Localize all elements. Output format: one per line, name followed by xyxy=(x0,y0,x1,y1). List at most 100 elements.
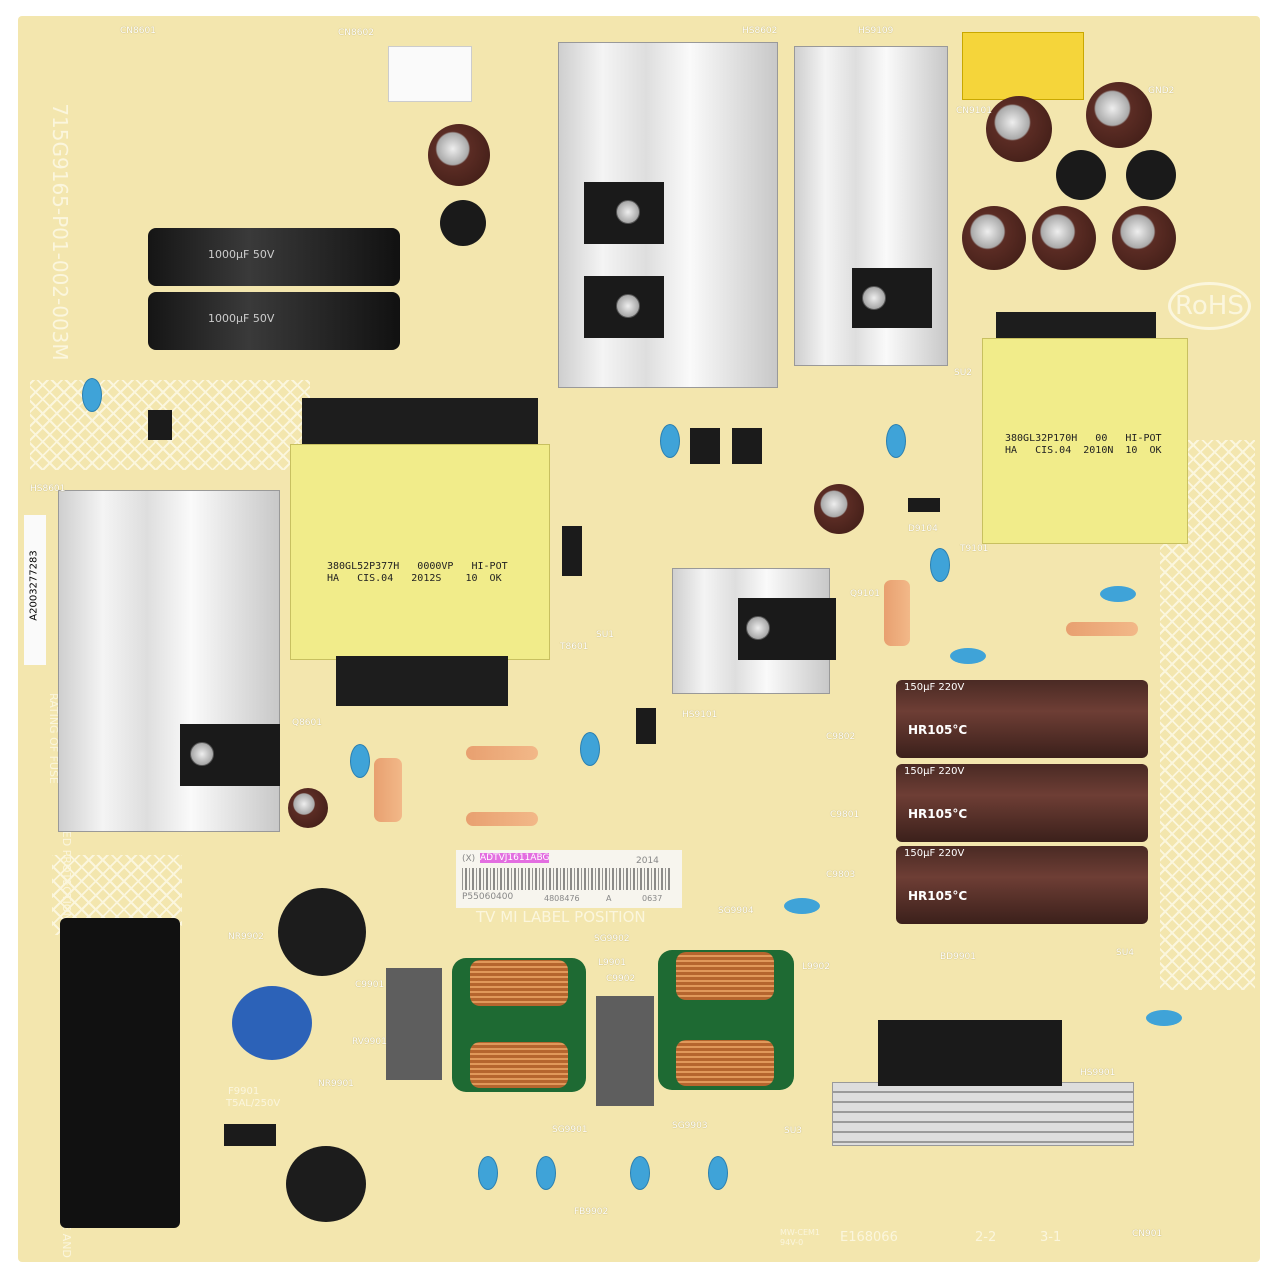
optocoupler xyxy=(148,410,172,440)
barcode xyxy=(462,868,672,890)
transformer-core xyxy=(336,656,508,706)
diode xyxy=(908,498,940,512)
ref-hs9901: HS9901 xyxy=(1080,1068,1116,1078)
transformer-core xyxy=(302,398,538,446)
ref-su1: SU1 xyxy=(596,630,615,640)
ref-q9101: Q9101 xyxy=(850,589,880,599)
y-capacitor xyxy=(950,648,986,664)
electrolytic-capacitor xyxy=(962,206,1026,270)
inductor xyxy=(1126,150,1176,200)
ref-l9901: L9901 xyxy=(598,958,626,968)
ref-cn901: CN901 xyxy=(1132,1229,1163,1239)
y-capacitor xyxy=(1146,1010,1182,1026)
mosfet xyxy=(584,276,664,338)
mosfet xyxy=(738,598,836,660)
fuse xyxy=(224,1124,276,1146)
board-part-number: 715G9165-P01-002-003M xyxy=(48,103,72,361)
y-capacitor xyxy=(886,424,906,458)
y-capacitor xyxy=(930,548,950,582)
resistor xyxy=(374,758,402,822)
resistor xyxy=(466,746,538,760)
y-capacitor xyxy=(536,1156,556,1190)
electrolytic-capacitor xyxy=(986,96,1052,162)
ref-su4: SU4 xyxy=(1116,948,1135,958)
ref-nr9902: NR9902 xyxy=(228,932,264,942)
resistor xyxy=(466,812,538,826)
mosfet xyxy=(584,182,664,244)
common-mode-choke-l9902 xyxy=(658,950,794,1090)
ul-mark: MW-CEM1 xyxy=(780,1228,821,1237)
y-capacitor xyxy=(580,732,600,766)
ref-cn8601: CN8601 xyxy=(120,26,156,36)
ref-rv9901: RV9901 xyxy=(352,1037,387,1047)
diode xyxy=(562,526,582,576)
y-capacitor xyxy=(478,1156,498,1190)
y-capacitor xyxy=(350,744,370,778)
ref-d9104: D9104 xyxy=(908,524,938,534)
transformer-t8601: 380GL52P377H 0000VP HI-POT HA CIS.04 201… xyxy=(290,444,550,660)
ref-c9801: C9801 xyxy=(830,810,860,820)
mosfet xyxy=(852,268,932,328)
x-capacitor xyxy=(386,968,442,1080)
y-capacitor xyxy=(1100,586,1136,602)
y-capacitor xyxy=(630,1156,650,1190)
y-capacitor xyxy=(660,424,680,458)
ref-sg9901: SG9901 xyxy=(552,1125,588,1135)
ref-nr9901: NR9901 xyxy=(318,1079,354,1089)
side-sticker-text: A2003277283 xyxy=(28,550,40,621)
electrolytic-capacitor xyxy=(1032,206,1096,270)
side-sticker: A2003277283 xyxy=(24,515,46,665)
varistor xyxy=(232,986,312,1060)
revision-mark: 3-1 xyxy=(1040,1230,1062,1245)
ref-fb9902: FB9902 xyxy=(574,1207,609,1217)
ref-cn9101: CN9101 xyxy=(956,106,992,116)
y-capacitor xyxy=(784,898,820,914)
connector-cn9101 xyxy=(962,32,1084,100)
ref-sg9902: SG9902 xyxy=(594,934,630,944)
electrolytic-capacitor xyxy=(428,124,490,186)
thermistor xyxy=(278,888,366,976)
ref-q8601: Q8601 xyxy=(292,718,322,728)
heatsink-hs9901 xyxy=(832,1082,1134,1146)
ref-hs8602: HS8602 xyxy=(742,26,778,36)
label-sticker: (X) ADTVJ1611ABG 2014 P55060400 4808476 … xyxy=(456,850,682,908)
ref-c9802: C9802 xyxy=(826,732,856,742)
rohs-logo: RoHS xyxy=(1168,282,1251,330)
optocoupler xyxy=(732,428,762,464)
ac-input-connector xyxy=(60,918,180,1228)
ref-hs9101: HS9101 xyxy=(682,710,718,720)
electrolytic-capacitor xyxy=(814,484,864,534)
electrolytic-capacitor: 1000µF 50V xyxy=(148,228,400,286)
ref-gnd2: GND2 xyxy=(1148,86,1175,96)
label-position-text: TV MI LABEL POSITION xyxy=(476,908,646,926)
ref-c9902: C9902 xyxy=(606,974,636,984)
fuse-rating: T5AL/250V xyxy=(226,1098,281,1109)
ref-l9902: L9902 xyxy=(802,962,830,972)
electrolytic-capacitor xyxy=(1112,206,1176,270)
inductor xyxy=(440,200,486,246)
common-mode-choke-l9901 xyxy=(452,958,586,1092)
ref-cn8602: CN8602 xyxy=(338,28,374,38)
ref-su2: SU2 xyxy=(954,368,973,378)
electrolytic-capacitor xyxy=(1086,82,1152,148)
ref-hs8601: HS8601 xyxy=(30,484,66,494)
y-capacitor xyxy=(82,378,102,412)
y-capacitor xyxy=(708,1156,728,1190)
bridge-rectifier xyxy=(878,1020,1062,1086)
inductor xyxy=(1056,150,1106,200)
ref-c9901: C9901 xyxy=(355,980,385,990)
electrolytic-capacitor: 1000µF 50V xyxy=(148,292,400,350)
ref-t9101: T9101 xyxy=(960,544,989,554)
ref-sg9904: SG9904 xyxy=(718,906,754,916)
transformer-t9101: 380GL32P170H 00 HI-POT HA CIS.04 2010N 1… xyxy=(982,338,1188,544)
ref-t8601: T8601 xyxy=(560,642,589,652)
thermistor xyxy=(286,1146,366,1222)
ul-file-number: E168066 xyxy=(840,1230,898,1245)
electrolytic-capacitor xyxy=(288,788,328,828)
optocoupler xyxy=(690,428,720,464)
diode xyxy=(636,708,656,744)
